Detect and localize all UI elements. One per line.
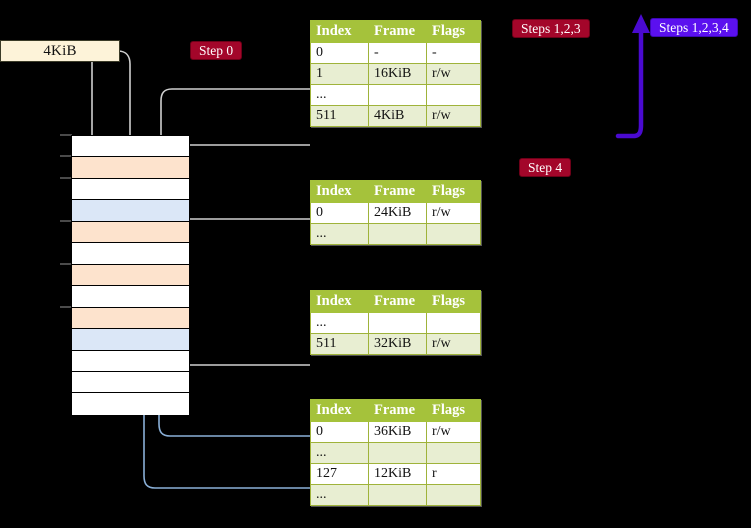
table-cell-frame: 4KiB [368, 105, 427, 127]
memory-frame-row [72, 136, 189, 158]
table-cell-frame [368, 223, 427, 245]
step-0-label: Step 0 [199, 42, 234, 58]
table-cell-frame [368, 484, 427, 506]
table-cell-flags [426, 223, 481, 245]
connector-table2-row511 [170, 327, 310, 366]
table-row[interactable]: ... [310, 484, 481, 506]
column-header-flags: Flags [426, 399, 481, 422]
steps-1234-badge: Steps 1,2,3,4 [650, 18, 738, 37]
steps-1234-label: Steps 1,2,3,4 [659, 19, 729, 35]
steps-purple-arrow [615, 14, 650, 139]
table-cell-flags: r/w [426, 421, 481, 443]
table-cell-index: 511 [310, 333, 369, 355]
size-label-text: 4KiB [43, 42, 77, 59]
memory-frame-row [72, 157, 189, 179]
column-header-index: Index [310, 20, 369, 43]
connector-table0-row511 [170, 144, 310, 162]
memory-frame-row [72, 393, 189, 415]
step-0-badge: Step 0 [190, 41, 243, 60]
memory-frame-row [72, 221, 189, 244]
table-cell-flags: r/w [426, 63, 481, 85]
memory-frame-row [72, 307, 189, 330]
memory-frame-row [72, 371, 189, 394]
step-4-label: Step 4 [528, 159, 563, 175]
memory-frame-row [72, 350, 189, 372]
column-header-flags: Flags [426, 290, 481, 313]
table-cell-frame: 32KiB [368, 333, 427, 355]
column-header-frame: Frame [368, 290, 427, 313]
table-cell-index: 127 [310, 463, 369, 485]
table-cell-flags [426, 442, 481, 464]
table-cell-flags: r/w [426, 105, 481, 127]
table-row[interactable]: ... [310, 442, 481, 464]
table-cell-frame: - [368, 42, 427, 64]
table-row[interactable]: ... [310, 84, 481, 106]
steps-123-badge: Steps 1,2,3 [512, 19, 590, 38]
table-cell-flags: r [426, 463, 481, 485]
memory-frame-row [72, 243, 189, 265]
size-label-box: 4KiB [0, 40, 120, 62]
connector-table1-row0 [170, 218, 310, 291]
table-cell-index: ... [310, 223, 369, 245]
table-cell-frame: 24KiB [368, 202, 427, 224]
memory-frame-row [72, 178, 189, 201]
column-header-frame: Frame [368, 20, 427, 43]
table-row[interactable]: ... [310, 223, 481, 245]
column-header-index: Index [310, 290, 369, 313]
table-cell-index: 1 [310, 63, 369, 85]
table-cell-index: ... [310, 442, 369, 464]
table-cell-frame: 36KiB [368, 421, 427, 443]
table-cell-index: ... [310, 312, 369, 334]
table-cell-index: 0 [310, 42, 369, 64]
table-cell-index: ... [310, 484, 369, 506]
table-row[interactable]: ... [310, 312, 481, 334]
table-cell-index: 0 [310, 202, 369, 224]
table-cell-frame [368, 312, 427, 334]
column-header-index: Index [310, 180, 369, 203]
table-cell-flags [426, 84, 481, 106]
column-header-frame: Frame [368, 399, 427, 422]
table-cell-index: 0 [310, 421, 369, 443]
memory-frame-row [72, 264, 189, 287]
column-header-flags: Flags [426, 180, 481, 203]
table-cell-flags [426, 312, 481, 334]
memory-frame-row [72, 200, 189, 222]
table-cell-flags: - [426, 42, 481, 64]
memory-frame-row [72, 286, 189, 308]
memory-frame-row [72, 329, 189, 351]
table-cell-flags [426, 484, 481, 506]
column-header-frame: Frame [368, 180, 427, 203]
step-4-badge: Step 4 [519, 158, 572, 177]
table-cell-flags: r/w [426, 333, 481, 355]
table-cell-index: 511 [310, 105, 369, 127]
table-cell-frame [368, 442, 427, 464]
table-cell-frame: 12KiB [368, 463, 427, 485]
table-cell-frame [368, 84, 427, 106]
table-row[interactable]: 0-- [310, 42, 481, 64]
table-cell-frame: 16KiB [368, 63, 427, 85]
column-header-flags: Flags [426, 20, 481, 43]
table-cell-index: ... [310, 84, 369, 106]
column-header-index: Index [310, 399, 369, 422]
table-cell-flags: r/w [426, 202, 481, 224]
physical-memory-column [71, 135, 190, 415]
steps-123-label: Steps 1,2,3 [521, 20, 581, 36]
